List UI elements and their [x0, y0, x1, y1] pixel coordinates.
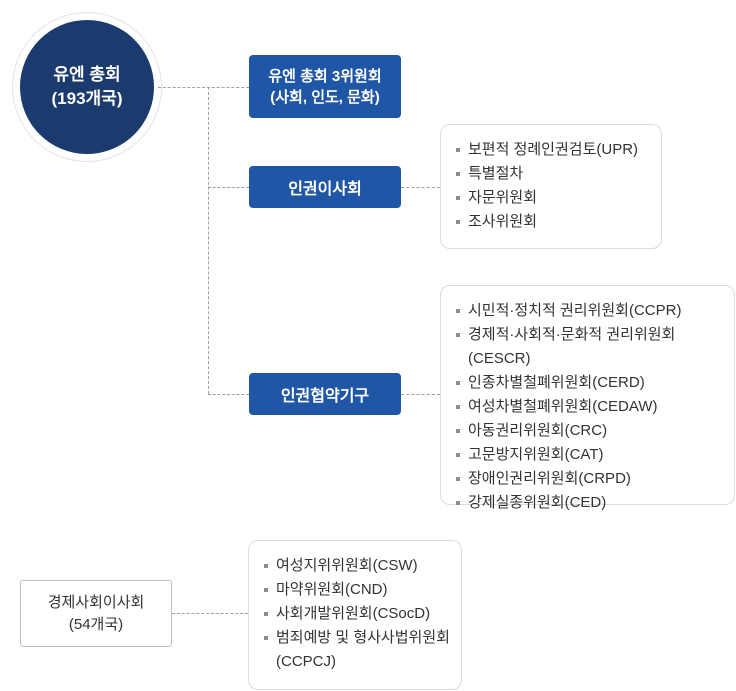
- third-committee-line1: 유엔 총회 3위원회: [268, 67, 382, 85]
- list-item-label: 자문위원회: [468, 189, 538, 206]
- council-procedures-list: 보편적 정례인권검토(UPR) 특별절차 자문위원회 조사위원회: [456, 138, 653, 234]
- bullet-icon: [456, 196, 460, 200]
- list-item: 고문방지위원회(CAT): [456, 443, 726, 467]
- list-item: 여성차별철폐위원회(CEDAW): [456, 395, 726, 419]
- bullet-icon: [456, 220, 460, 224]
- bullet-icon: [264, 588, 268, 592]
- list-item-label: 여성차별철폐위원회(CEDAW): [468, 398, 658, 415]
- un-general-assembly-circle: 유엔 총회 (193개국): [20, 20, 154, 154]
- list-item: 특별절차: [456, 162, 653, 186]
- connector-assembly-to-third-committee: [158, 87, 249, 88]
- connector-spine-to-treaty: [208, 394, 249, 395]
- list-item: 자문위원회: [456, 186, 653, 210]
- ecosoc-line2: (54개국): [68, 615, 124, 633]
- list-item-label: 사회개발위원회(CSocD): [276, 605, 431, 622]
- list-item-label: 인종차별철폐위원회(CERD): [468, 374, 645, 391]
- list-item-label: 보편적 정례인권검토(UPR): [468, 141, 639, 158]
- treaty-bodies-node: 인권협약기구: [249, 373, 401, 415]
- treaty-bodies-list: 시민적·정치적 권리위원회(CCPR) 경제적·사회적·문화적 권리위원회(CE…: [456, 299, 726, 515]
- list-item-label: 조사위원회: [468, 213, 538, 230]
- list-item: 조사위원회: [456, 210, 653, 234]
- list-item: 여성지위위원회(CSW): [264, 554, 453, 578]
- connector-hrc-to-panel: [401, 187, 440, 188]
- list-item-label: 고문방지위원회(CAT): [468, 446, 604, 463]
- connector-spine: [208, 87, 209, 394]
- list-item-label: 범죄예방 및 형사사법위원회 (CCPCJ): [276, 629, 450, 670]
- bullet-icon: [456, 405, 460, 409]
- list-item: 사회개발위원회(CSocD): [264, 602, 453, 626]
- un-general-assembly-node: 유엔 총회 (193개국): [12, 12, 162, 162]
- bullet-icon: [456, 381, 460, 385]
- third-committee-node: 유엔 총회 3위원회 (사회, 인도, 문화): [249, 55, 401, 118]
- list-item-label: 마약위원회(CND): [276, 581, 388, 598]
- council-procedures-panel: 보편적 정례인권검토(UPR) 특별절차 자문위원회 조사위원회: [440, 124, 662, 249]
- list-item-label: 강제실종위원회(CED): [468, 494, 607, 511]
- list-item-label: 여성지위위원회(CSW): [276, 557, 418, 574]
- list-item: 장애인권리위원회(CRPD): [456, 467, 726, 491]
- third-committee-line2: (사회, 인도, 문화): [270, 88, 380, 106]
- bullet-icon: [456, 477, 460, 481]
- bullet-icon: [264, 636, 268, 640]
- bullet-icon: [456, 148, 460, 152]
- bullet-icon: [456, 172, 460, 176]
- bullet-icon: [456, 453, 460, 457]
- list-item-label: 경제적·사회적·문화적 권리위원회(CESCR): [468, 326, 676, 367]
- list-item: 아동권리위원회(CRC): [456, 419, 726, 443]
- bullet-icon: [264, 612, 268, 616]
- list-item: 마약위원회(CND): [264, 578, 453, 602]
- bullet-icon: [456, 309, 460, 313]
- un-general-assembly-subtitle: (193개국): [51, 89, 123, 108]
- connector-ecosoc-to-panel: [172, 613, 248, 614]
- list-item-label: 시민적·정치적 권리위원회(CCPR): [468, 302, 682, 319]
- list-item: 경제적·사회적·문화적 권리위원회(CESCR): [456, 323, 726, 371]
- bullet-icon: [456, 429, 460, 433]
- list-item: 인종차별철폐위원회(CERD): [456, 371, 726, 395]
- treaty-bodies-label: 인권협약기구: [280, 388, 370, 405]
- list-item-label: 특별절차: [468, 165, 524, 182]
- list-item-label: 아동권리위원회(CRC): [468, 422, 608, 439]
- human-rights-council-node: 인권이사회: [249, 166, 401, 208]
- list-item-label: 장애인권리위원회(CRPD): [468, 470, 631, 487]
- bullet-icon: [264, 564, 268, 568]
- list-item: 강제실종위원회(CED): [456, 491, 726, 515]
- treaty-bodies-panel: 시민적·정치적 권리위원회(CCPR) 경제적·사회적·문화적 권리위원회(CE…: [440, 285, 735, 511]
- human-rights-council-label: 인권이사회: [288, 181, 362, 198]
- list-item: 보편적 정례인권검토(UPR): [456, 138, 653, 162]
- ecosoc-node: 경제사회이사회 (54개국): [20, 580, 172, 647]
- list-item: 범죄예방 및 형사사법위원회 (CCPCJ): [264, 626, 453, 674]
- ecosoc-commissions-list: 여성지위위원회(CSW) 마약위원회(CND) 사회개발위원회(CSocD) 범…: [264, 554, 453, 674]
- bullet-icon: [456, 333, 460, 337]
- un-general-assembly-title: 유엔 총회: [53, 65, 121, 84]
- ecosoc-line1: 경제사회이사회: [47, 593, 145, 611]
- connector-treaty-to-panel: [401, 394, 440, 395]
- list-item: 시민적·정치적 권리위원회(CCPR): [456, 299, 726, 323]
- ecosoc-commissions-panel: 여성지위위원회(CSW) 마약위원회(CND) 사회개발위원회(CSocD) 범…: [248, 540, 462, 690]
- connector-spine-to-hrc: [208, 187, 249, 188]
- bullet-icon: [456, 501, 460, 505]
